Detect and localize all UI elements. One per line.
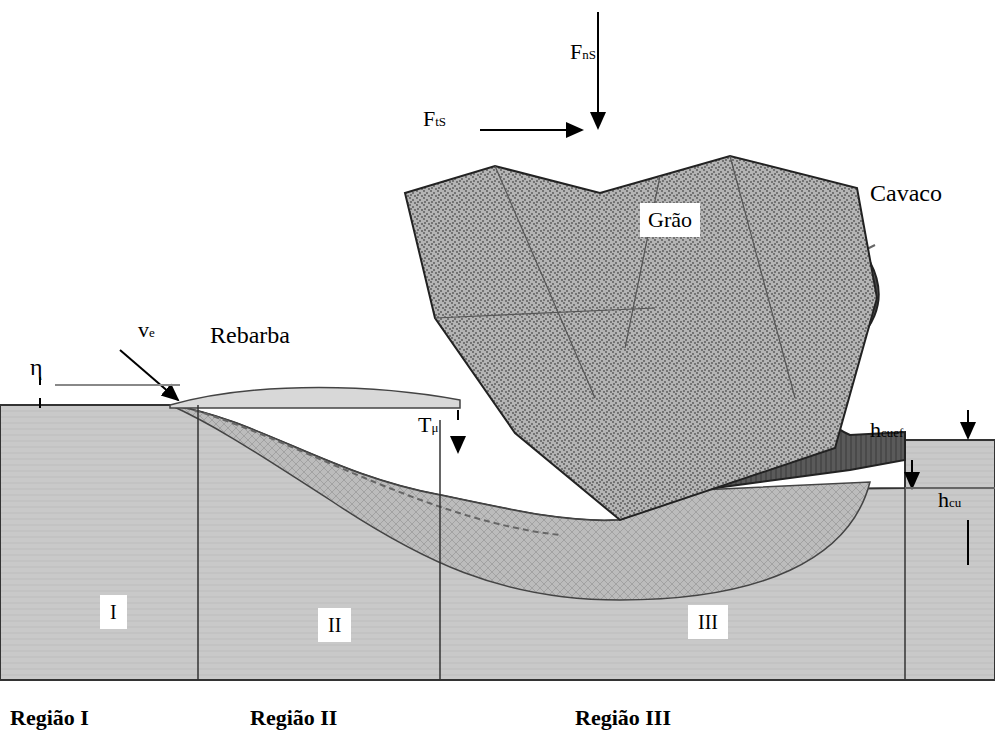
region-title: Região III [575, 706, 671, 730]
force-arrows [40, 12, 995, 565]
symbol-label: Cavaco [870, 180, 942, 206]
symbol-label: Rebarba [210, 322, 290, 348]
region-number: III [688, 605, 728, 639]
symbol-label: Tμ [418, 413, 438, 437]
symbol-label: hcu [938, 488, 961, 512]
burr [170, 388, 460, 409]
symbol-label: ve [138, 318, 155, 342]
symbol-label: η [30, 354, 43, 380]
region-title: Região I [10, 706, 89, 730]
symbol-label: hcuef [870, 418, 903, 442]
grain-label: Grão [640, 203, 700, 237]
abrasive-grain: Grão [395, 148, 885, 528]
symbol-label: FnS [570, 40, 596, 64]
region-number: II [318, 608, 351, 642]
region-number: I [100, 595, 127, 629]
symbol-label: FtS [423, 107, 446, 131]
region-title: Região II [250, 706, 337, 730]
